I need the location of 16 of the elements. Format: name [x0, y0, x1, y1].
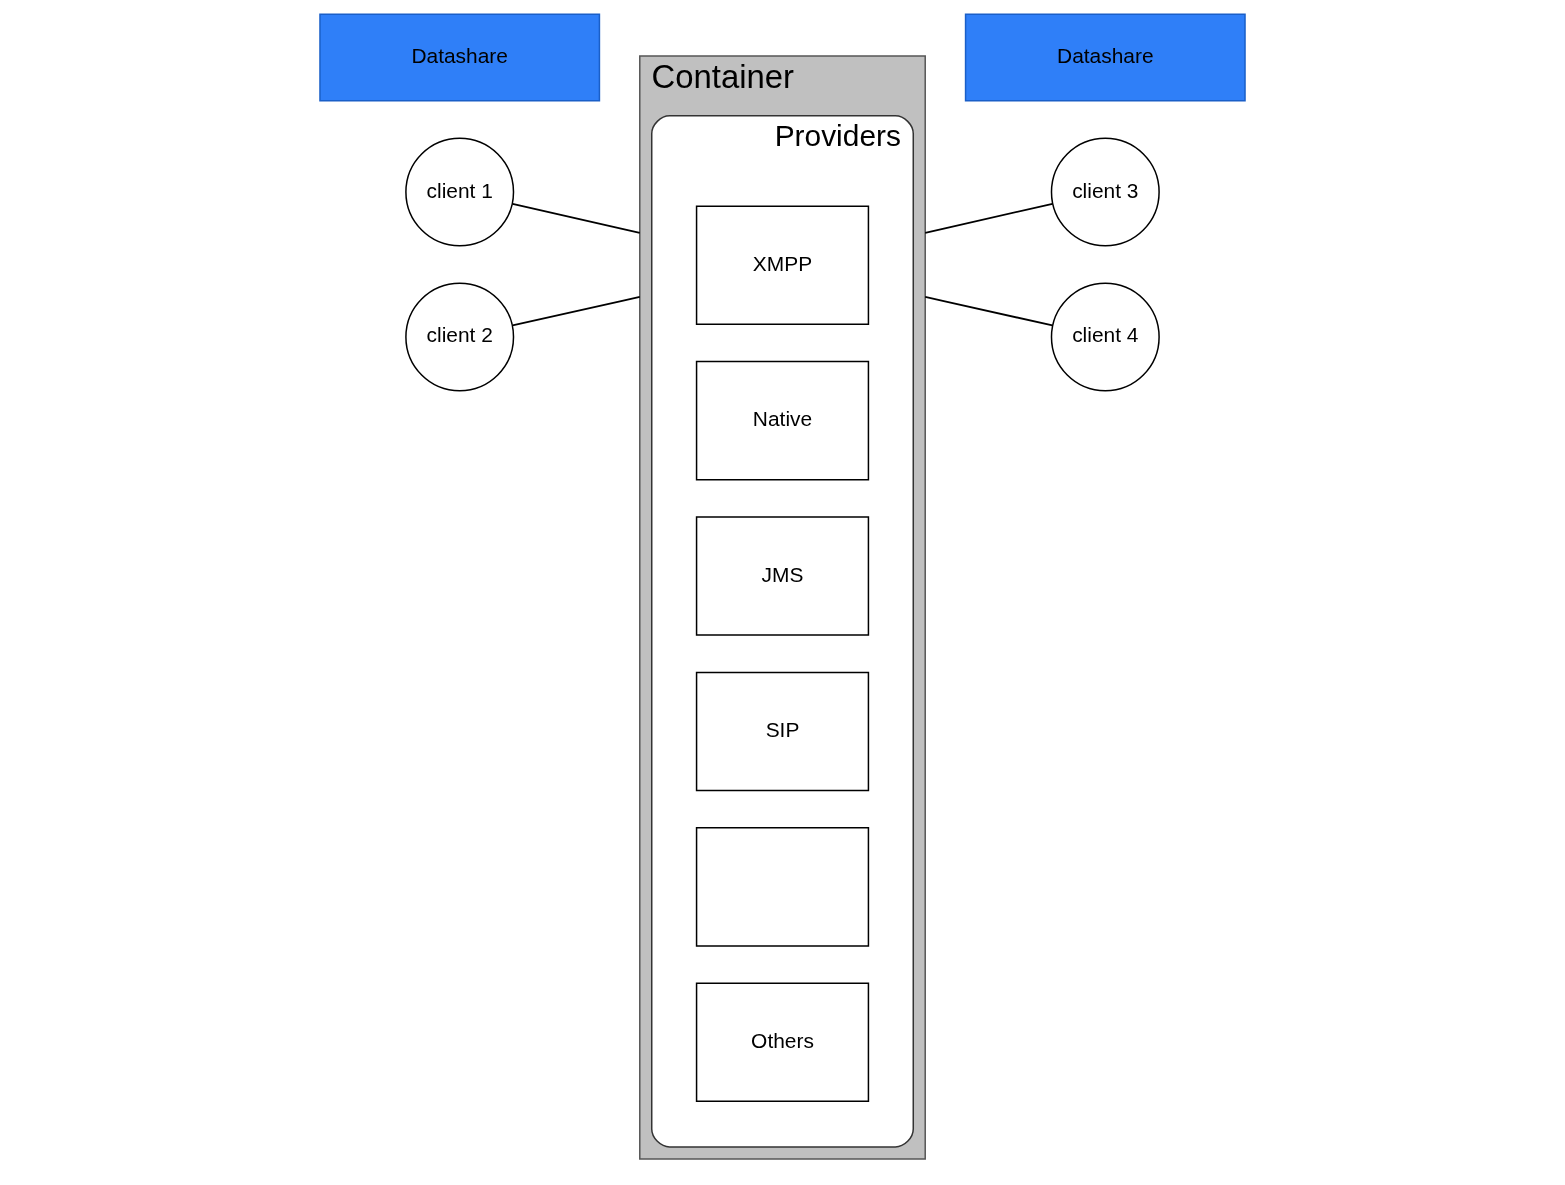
node-circle: client 4 — [1050, 282, 1160, 392]
node-circle: client 3 — [1050, 137, 1160, 247]
node-circle: client 1 — [405, 137, 515, 247]
node-box: Datashare — [964, 13, 1246, 102]
node-box: SIP — [695, 671, 870, 792]
node-box — [695, 827, 870, 947]
node-box: Others — [695, 982, 870, 1103]
node-box: Datashare — [319, 13, 601, 102]
connector — [924, 296, 1054, 327]
node-circle: client 2 — [405, 282, 515, 392]
connector — [924, 202, 1054, 234]
connector — [511, 296, 641, 327]
node-box: XMPP — [695, 205, 870, 325]
node-box: JMS — [695, 516, 870, 636]
node-box: Native — [695, 360, 870, 481]
connector — [511, 202, 641, 234]
